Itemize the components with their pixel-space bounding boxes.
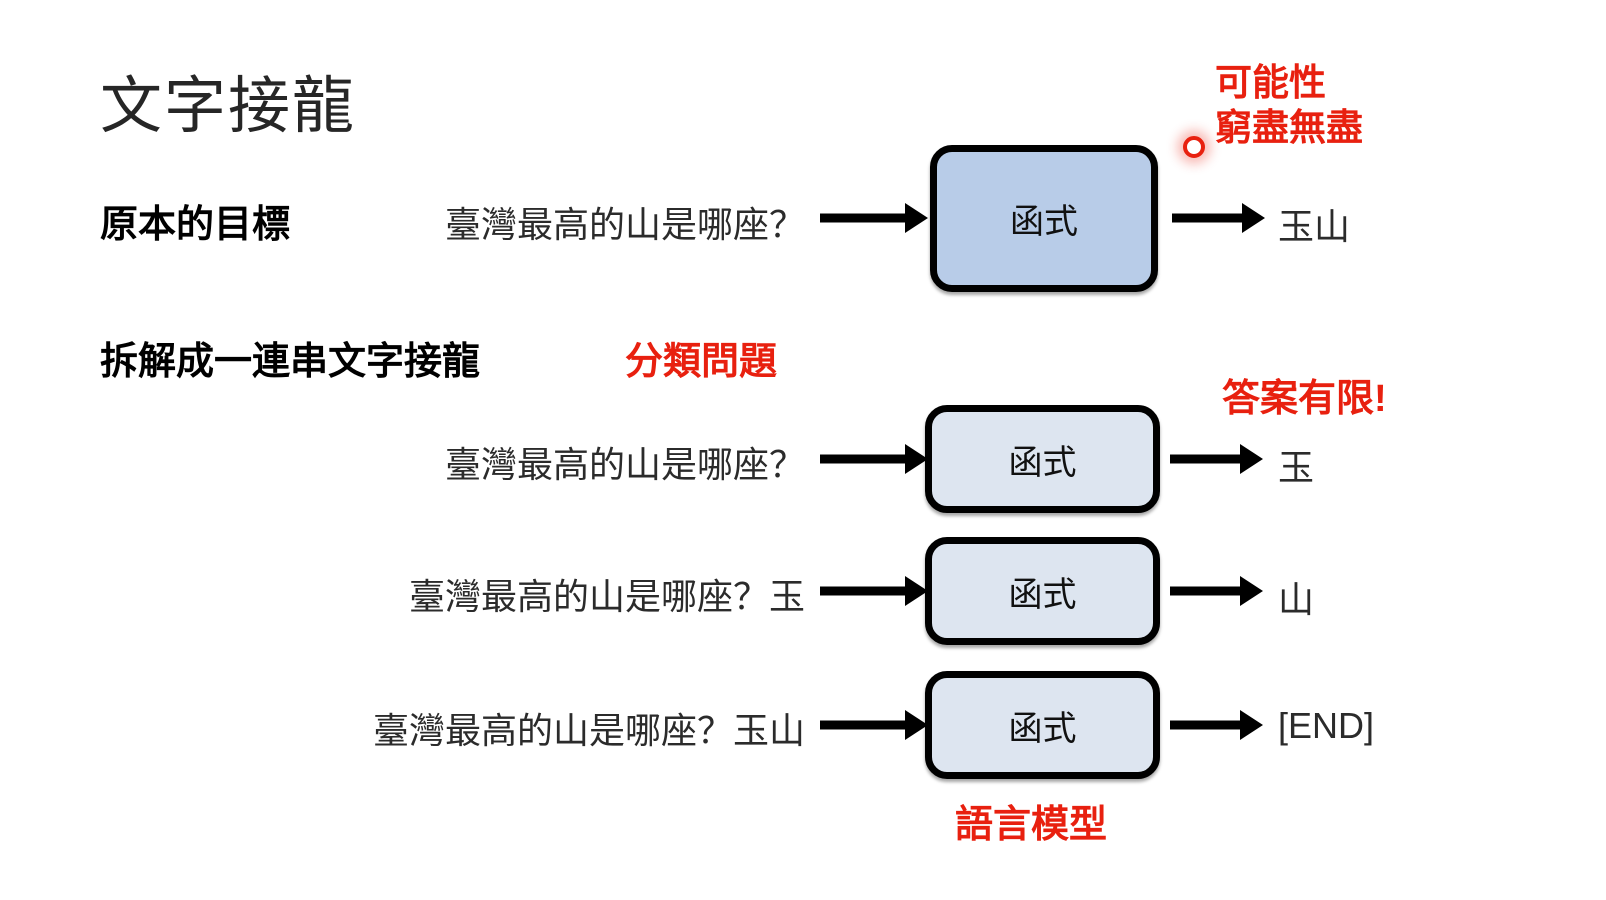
step-prompt-2: 臺灣最高的山是哪座？玉山 xyxy=(372,710,805,751)
annotation-possibility-line2: 窮盡無盡 xyxy=(1215,107,1363,149)
decompose-label: 拆解成一連串文字接龍 xyxy=(100,341,481,383)
annotation-answers-limited: 答案有限! xyxy=(1222,378,1387,420)
original-output-text: 玉山 xyxy=(1278,206,1351,247)
step-output-0: 玉 xyxy=(1278,447,1315,488)
step-prompt-0: 臺灣最高的山是哪座？ xyxy=(444,444,805,485)
function-box-step-1[interactable]: 函式 xyxy=(925,537,1160,645)
function-box-label: 函式 xyxy=(1010,203,1078,241)
function-box-label: 函式 xyxy=(1008,575,1077,614)
step-prompt-1: 臺灣最高的山是哪座？玉 xyxy=(408,576,805,617)
function-box-step-0[interactable]: 函式 xyxy=(925,405,1160,513)
page-title: 文字接龍 xyxy=(100,72,357,141)
annotation-language-model: 語言模型 xyxy=(955,804,1108,846)
step-output-1: 山 xyxy=(1278,579,1315,620)
red-dot-icon xyxy=(1183,136,1205,158)
step-output-2: [END] xyxy=(1278,705,1375,746)
function-box-original[interactable]: 函式 xyxy=(930,145,1158,292)
function-box-step-2[interactable]: 函式 xyxy=(925,671,1160,779)
original-goal-label: 原本的目標 xyxy=(100,204,291,246)
function-box-label: 函式 xyxy=(1008,709,1077,748)
classification-label: 分類問題 xyxy=(625,341,778,383)
function-box-label: 函式 xyxy=(1008,443,1077,482)
annotation-possibility: 可能性 窮盡無盡 xyxy=(1215,60,1363,150)
original-prompt-text: 臺灣最高的山是哪座？ xyxy=(444,204,805,245)
annotation-possibility-line1: 可能性 xyxy=(1215,62,1326,103)
